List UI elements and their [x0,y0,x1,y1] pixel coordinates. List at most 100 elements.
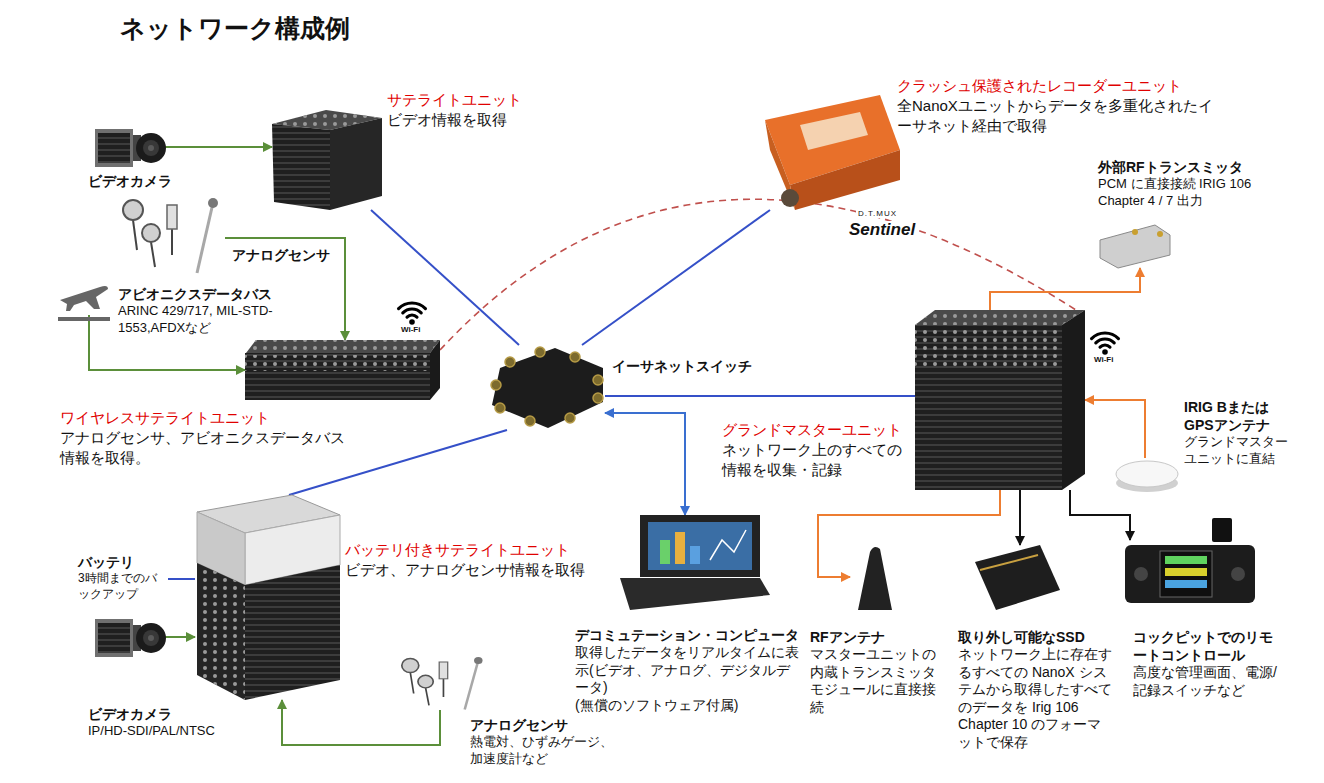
node-heading: アナログセンサ [232,246,342,264]
text-group: イーサネットスイッチ [612,357,762,375]
node-heading: アビオニクスデータバス [118,285,273,303]
label-wrap: Wi-Fi [401,326,420,334]
laptop-lid [640,515,760,577]
switch-body [492,348,603,428]
label-wrap: D.T.MUX [856,210,899,218]
wireless-satellite-unit: ワイヤレスサテライトユニットアナログセンサ、アビオニクスデータバス情報を取得。 [245,340,440,400]
node-text: (無償のソフトウェア付属) [575,697,803,715]
recorder-unit: クラッシュ保護されたレコーダーユニット全NanoXユニットからデータを多重化され… [755,95,900,210]
unit-connectors [246,340,440,353]
node-heading: ワイヤレスサテライトユニット [60,408,355,428]
transmitter-body [1100,225,1170,268]
analog-sensor: アナログセンサ熱電対、ひずみゲージ、加速度計など [395,655,490,710]
transmitter-connector [1132,229,1138,235]
node-text: 高度な管理画面、電源/記録スイッチなど [1133,664,1283,699]
panel-bar [1165,580,1207,588]
node-text: 熱電対、ひずみゲージ、加速度計など [470,734,620,768]
node-text: ビデオ情報を取得 [387,110,597,130]
switch-port [491,380,501,390]
switch-port [593,375,603,385]
sensor-image [123,198,218,273]
sensor-image-copy [402,657,483,710]
node-heading: グランドマスターユニット [722,420,912,440]
unit-connectors [915,310,1085,325]
text-group: グランドマスターユニットネットワーク上のすべての情報を収集・記録 [722,420,912,480]
node-heading: バッテリ [78,553,168,571]
ssd-edge [980,555,1038,570]
node-heading: 取り外し可能なSSD [958,628,1113,646]
node-heading: ビデオカメラ [88,172,198,190]
label-wrap: Sentinel [847,221,917,240]
unit-front [272,124,330,210]
recorder-front [790,150,900,210]
decommutation-computer: デコミュテーション・コンピュータ取得したデータをリアルタイムに表示(ビデオ、アナ… [620,515,770,610]
node-heading: デコミュテーション・コンピュータ [575,626,803,644]
switch-port [505,357,515,367]
screen-bar [690,546,700,564]
node-heading: クラッシュ保護されたレコーダーユニット [897,76,1217,96]
label-wrap: Wi-Fi [1094,356,1113,364]
product-logo: Sentinel [847,221,917,240]
text-group: クラッシュ保護されたレコーダーユニット全NanoXユニットからデータを多重化され… [897,76,1217,136]
brand-label: D.T.MUX [856,210,899,218]
panel-bar [1165,568,1207,576]
connector [1085,400,1145,458]
ethernet-switch: イーサネットスイッチ [490,345,605,430]
transmitter-connector [1157,231,1163,237]
node-text: 取得したデータをリアルタイムに表示(ビデオ、アナログ、デジタルデータ) [575,644,803,697]
connector [1070,490,1130,540]
panel-knob [1231,567,1245,581]
unit-side [330,118,382,210]
node-heading: アナログセンサ [470,716,620,734]
diagram-title: ネットワーク構成例 [120,12,350,45]
switch-port [565,413,575,423]
video-camera-image [95,129,166,167]
unit-front [245,353,430,400]
unit-front [915,325,1062,490]
grand-master-unit: グランドマスターユニットネットワーク上のすべての情報を収集・記録 [915,310,1085,490]
rf-antenna-fin [858,547,892,610]
connector [605,413,685,515]
text-group: 外部RFトランスミッタPCM に直接接続 IRIG 106 Chapter 4 … [1098,158,1268,210]
laptop-screen [648,522,752,570]
node-text: PCM に直接接続 IRIG 106 Chapter 4 / 7 出力 [1098,176,1268,210]
switch-port [593,393,603,403]
connector [582,210,770,345]
text-group: ビデオカメラ [88,172,198,190]
screen-graph [710,530,746,560]
screen-bar [660,540,670,564]
connector [1019,490,1021,545]
unit-top [246,340,440,353]
text-group: バッテリ3時間までのバックアップ [78,553,168,602]
text-group: アナログセンサ熱電対、ひずみゲージ、加速度計など [470,716,620,768]
screen-bar [675,532,685,564]
panel-knob [1134,567,1148,581]
removable-ssd: 取り外し可能なSSDネットワーク上に存在するすべての NanoX システムから取… [975,545,1060,610]
connector [818,490,1000,577]
node-heading: IRIG Bまたは GPSアンテナ [1184,398,1294,434]
recorder-connector [781,189,799,207]
unit-side [1062,310,1085,490]
connector [165,146,272,148]
connector [371,210,519,345]
text-group: デコミュテーション・コンピュータ取得したデータをリアルタイムに表示(ビデオ、アナ… [575,626,803,714]
battery-note: バッテリ3時間までのバックアップ [78,553,168,607]
unit-side [197,563,245,700]
video-camera: ビデオカメラ [95,125,165,170]
node-heading: サテライトユニット [387,90,597,110]
node-text: グランドマスターユニットに直結 [1184,434,1294,468]
sensor-image [402,657,483,710]
recorder-plate [800,112,868,150]
airplane-icon [60,286,108,311]
video-camera-image [95,619,166,657]
node-text: マスターユニットの内蔵トランスミッタモジュールに直接接続 [810,646,945,716]
text-group: ビデオカメラIP/HD-SDI/PAL/NTSC [88,705,248,740]
panel-screen [1160,551,1212,597]
node-heading: 外部RFトランスミッタ [1098,158,1268,176]
node-text: 3時間までのバックアップ [78,571,168,602]
panel-body [1125,545,1255,603]
node-heading: コックピットでのリモートコントロール [1133,628,1283,664]
wifi-label: Wi-Fi [1094,356,1113,364]
connector [990,268,1140,310]
